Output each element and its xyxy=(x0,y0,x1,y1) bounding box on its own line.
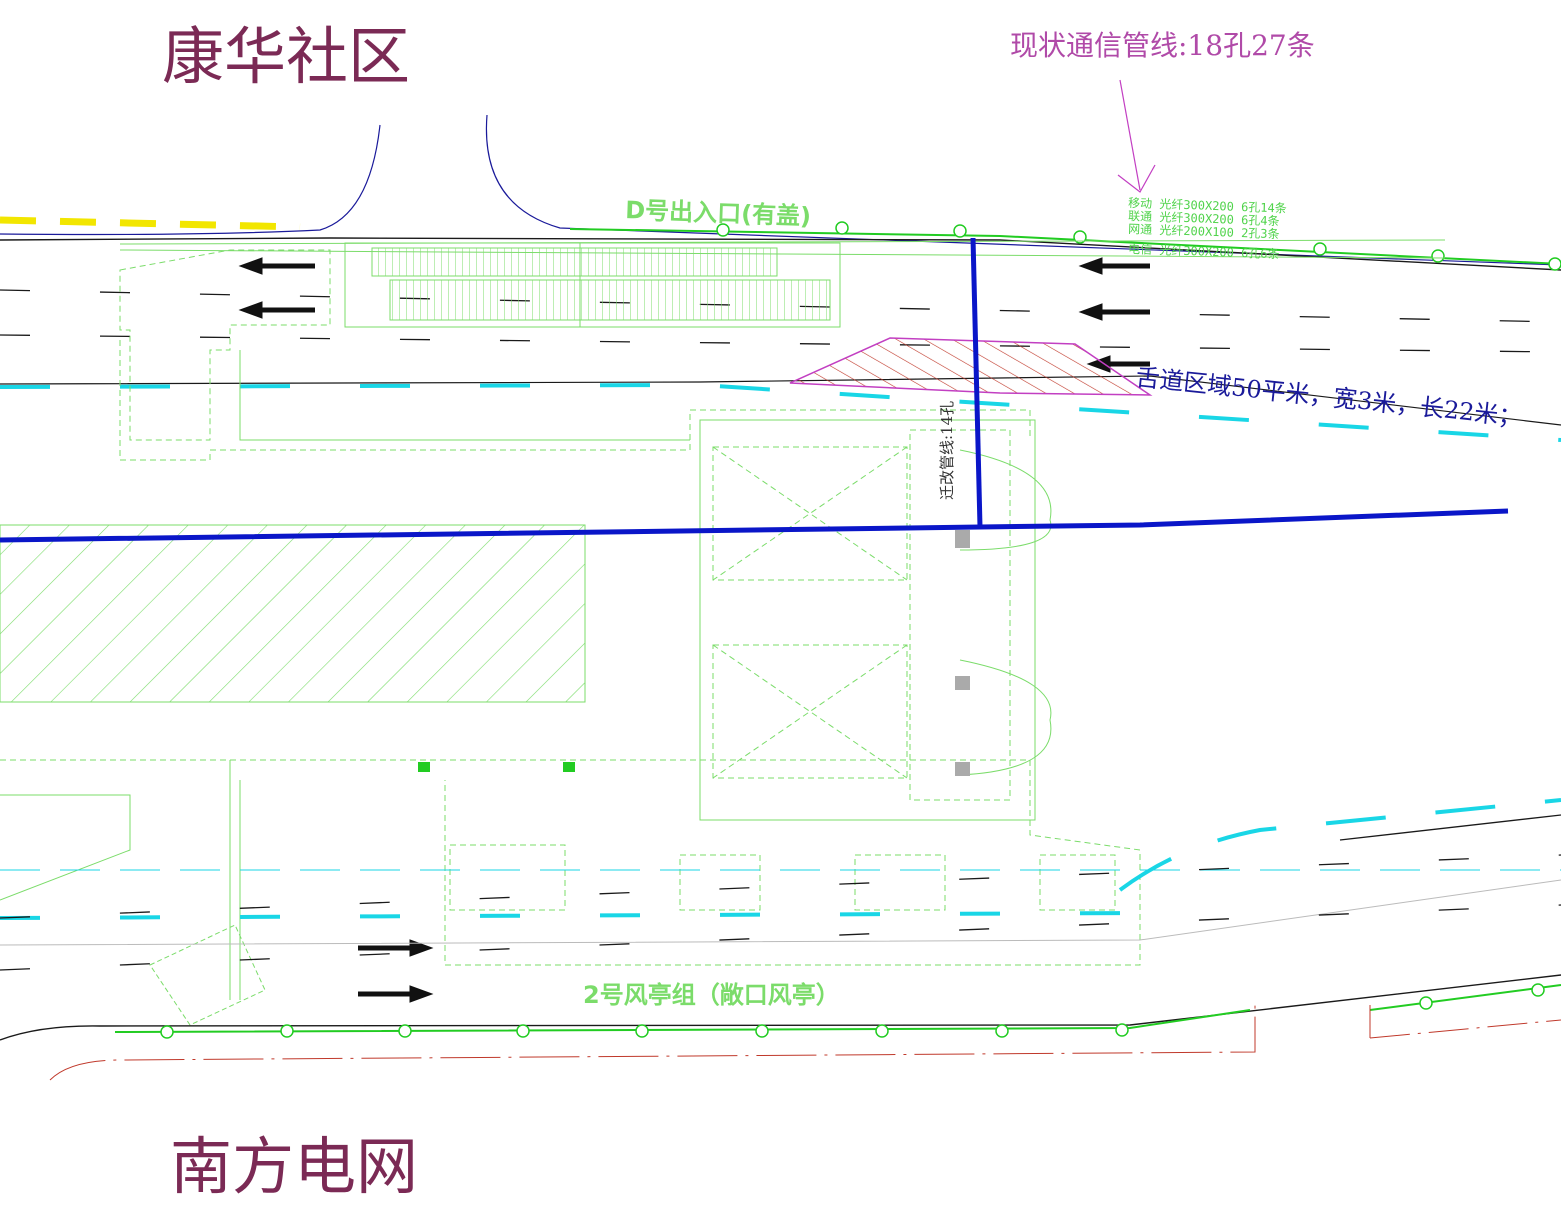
arrow-left-icon xyxy=(238,257,315,275)
pipe-note-line: 移动 光纤300X200 6孔14条 xyxy=(1128,196,1287,216)
lane-area-hatch xyxy=(789,337,1153,396)
top-road xyxy=(0,114,1561,442)
arrow-right-icon xyxy=(358,939,434,957)
arrow-left-icon xyxy=(1078,257,1150,275)
pipe-note-line: 联通 光纤300X200 6孔4条 xyxy=(1128,209,1280,228)
bottom-road xyxy=(0,798,1561,1081)
pipe-leader xyxy=(1117,79,1156,193)
yellow-curb-line xyxy=(0,216,301,231)
community-label: 康华社区 xyxy=(162,20,410,93)
pipe-note-line: 网通 光纤200X100 2孔3条 xyxy=(1128,222,1280,241)
relocate-pipe-label: 迁改管线:14孔 xyxy=(938,401,956,500)
arrow-right-icon xyxy=(358,985,434,1003)
pipe-note-line: 电信 光纤300X200 6孔6条 xyxy=(1128,242,1280,261)
entrance-structure xyxy=(119,242,1031,461)
manhole-row-bottom xyxy=(160,983,1545,1039)
power-grid-label: 南方电网 xyxy=(170,1130,418,1203)
entrance-label: D号出入口(有盖) xyxy=(625,196,812,230)
manhole-row-top xyxy=(716,221,1561,271)
wind-pavilion-label: 2号风亭组（敞口风亭） xyxy=(583,981,840,1009)
lane-area-label: 舌道区域50平米，宽3米，长22米； xyxy=(1134,363,1523,431)
relocation-pipes xyxy=(0,237,1509,543)
arrow-left-icon xyxy=(238,301,315,319)
existing-pipe-label: 现状通信管线:18孔27条 xyxy=(1010,29,1315,62)
arrow-left-icon xyxy=(1078,303,1150,321)
station-body xyxy=(0,419,1141,1026)
pipe-notes: 移动 光纤300X200 6孔14条 联通 光纤300X200 6孔4条 网通 … xyxy=(1128,196,1287,261)
